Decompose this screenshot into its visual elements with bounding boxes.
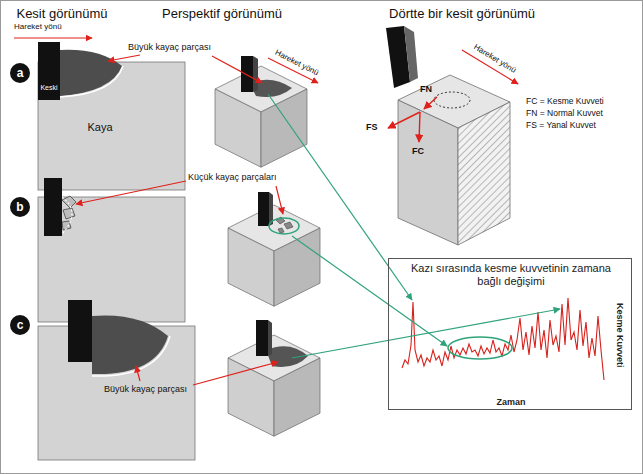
chart-panel: Kazı sırasında kesme kuvvetinin zamana b… bbox=[388, 258, 632, 410]
leader-arrow bbox=[276, 186, 283, 214]
row-letter: b bbox=[16, 201, 23, 213]
highlight-ellipse bbox=[269, 218, 299, 234]
chip-crack bbox=[92, 336, 170, 376]
contact-zone bbox=[434, 92, 470, 108]
leader-arrow bbox=[212, 56, 262, 83]
small-chip bbox=[62, 196, 76, 208]
view-heading: Kesit görünümü bbox=[16, 6, 107, 22]
rock-label: Kaya bbox=[87, 121, 112, 134]
force-label: FS bbox=[366, 122, 378, 133]
highlight-ellipse bbox=[448, 337, 512, 359]
cutter-tool bbox=[241, 56, 253, 92]
leader-arrow bbox=[193, 362, 278, 385]
pointer-arrow bbox=[268, 94, 412, 300]
cutter-side bbox=[253, 56, 258, 92]
force-signal bbox=[402, 298, 604, 380]
rock-cube bbox=[215, 66, 307, 167]
force-arrow bbox=[388, 112, 420, 128]
cutter-side bbox=[268, 320, 272, 356]
leader-arrow bbox=[136, 366, 140, 381]
pointer-arrow bbox=[292, 236, 447, 346]
cutter-tool bbox=[258, 192, 269, 226]
chip-label: Küçük kayaç parçaları bbox=[188, 172, 277, 183]
pointer-arrow bbox=[292, 309, 560, 358]
cutter-tool bbox=[68, 300, 92, 362]
leader-arrow bbox=[108, 55, 140, 61]
direction-label: Hareket yönü bbox=[472, 43, 518, 76]
large-chip bbox=[60, 50, 122, 96]
tool-label: Keski bbox=[40, 84, 57, 92]
force-legend-text: FS = Yanal Kuvvet bbox=[526, 120, 596, 130]
small-chip bbox=[284, 222, 293, 229]
force-label: FC bbox=[412, 146, 424, 157]
view-heading: Dörtte bir kesit görünümü bbox=[389, 6, 535, 22]
axis-label: Kesme Kuvveti bbox=[615, 303, 625, 368]
small-chip bbox=[278, 228, 284, 233]
rock-cube bbox=[228, 335, 320, 436]
axis-label: Zaman bbox=[496, 397, 525, 407]
leader-arrow bbox=[76, 181, 186, 204]
direction-label: Hareket yönü bbox=[14, 22, 62, 32]
force-legend-text: FN = Normal Kuvvet bbox=[526, 108, 603, 118]
row-marker: b bbox=[10, 197, 30, 217]
force-arrow bbox=[419, 112, 420, 142]
force-arrow bbox=[424, 97, 437, 109]
row-marker: a bbox=[10, 63, 30, 83]
chip-zone bbox=[62, 197, 72, 234]
large-chip bbox=[92, 315, 168, 374]
cutter-tool bbox=[38, 42, 60, 100]
view-heading: Perspektif görünümü bbox=[162, 6, 282, 22]
small-chip bbox=[63, 208, 75, 219]
chip-crack bbox=[60, 66, 123, 97]
row-marker: c bbox=[10, 315, 30, 335]
cutter-tool bbox=[256, 320, 268, 356]
chip-label: Büyük kayaç parçası bbox=[104, 384, 187, 395]
block-section-face bbox=[458, 102, 510, 245]
rock-cube bbox=[228, 205, 320, 306]
direction-label: Hareket yönü bbox=[274, 48, 321, 78]
row-letter: c bbox=[17, 319, 24, 331]
force-label: FN bbox=[420, 84, 432, 95]
cutter-side bbox=[404, 26, 418, 82]
row-letter: a bbox=[17, 67, 24, 79]
chip-label: Büyük kayaç parçası bbox=[128, 42, 211, 53]
motion-arrow bbox=[14, 37, 92, 38]
cutter-tool bbox=[44, 178, 62, 236]
block-left bbox=[398, 100, 458, 245]
force-legend-text: FC = Kesme Kuvveti bbox=[526, 96, 604, 106]
chart-title: Kazı sırasında kesme kuvvetinin zamana b… bbox=[411, 262, 611, 287]
